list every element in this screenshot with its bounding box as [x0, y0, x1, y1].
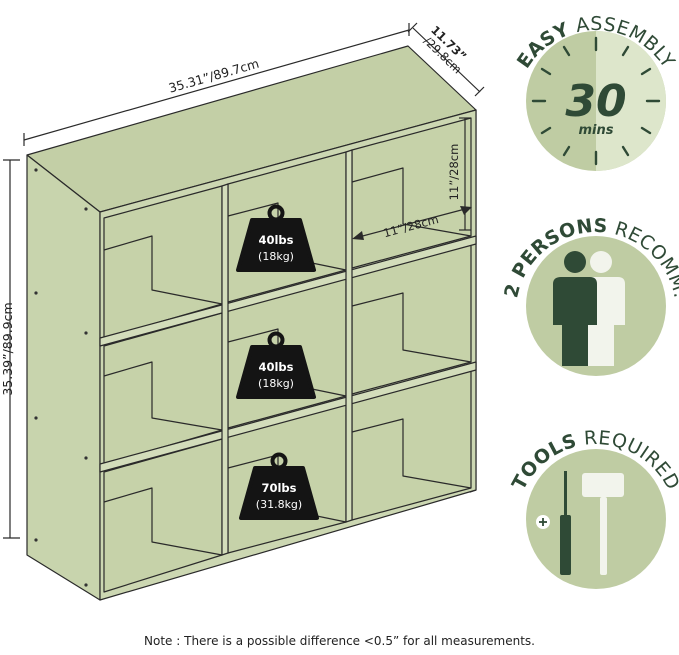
easy-assembly-badge: 30 mins [526, 31, 666, 171]
side-pin-holes [34, 168, 88, 587]
dividers [99, 149, 477, 556]
weight-icon [239, 466, 319, 520]
assembly-minutes: 30 [565, 76, 626, 127]
weight-lbs: 40lbs [258, 360, 293, 374]
dimension-lines [3, 22, 485, 539]
weight-lbs: 40lbs [258, 233, 293, 247]
two-persons-badge [526, 236, 666, 376]
cube-height-label: 11”/28cm [447, 144, 461, 201]
hammer-icon [582, 473, 624, 575]
screwdriver-icon [536, 471, 571, 575]
height-label: 35.39”/89.9cm [0, 302, 15, 395]
assembly-unit: mins [579, 123, 614, 138]
weight-icon [236, 345, 316, 399]
weight-kg: (18kg) [258, 250, 294, 263]
weight-capacity-row-1: 40lbs (18kg) [236, 204, 316, 272]
measurement-note: Note : There is a possible difference <0… [144, 634, 535, 648]
weight-capacity-row-3: 70lbs (31.8kg) [239, 452, 319, 520]
weight-icon [236, 218, 316, 272]
weight-kg: (31.8kg) [256, 498, 302, 511]
cube-width-arrow-right [460, 206, 472, 215]
left-side-panel [26, 154, 101, 601]
cube-width-arrow-left [352, 231, 364, 240]
tools-badge [526, 449, 666, 589]
width-label: 35.31”/89.7cm [167, 56, 261, 96]
weight-lbs: 70lbs [261, 481, 296, 495]
weight-capacity-row-2: 40lbs (18kg) [236, 331, 316, 399]
weight-kg: (18kg) [258, 377, 294, 390]
persons-icon [553, 251, 625, 366]
clock-icon [531, 36, 661, 166]
